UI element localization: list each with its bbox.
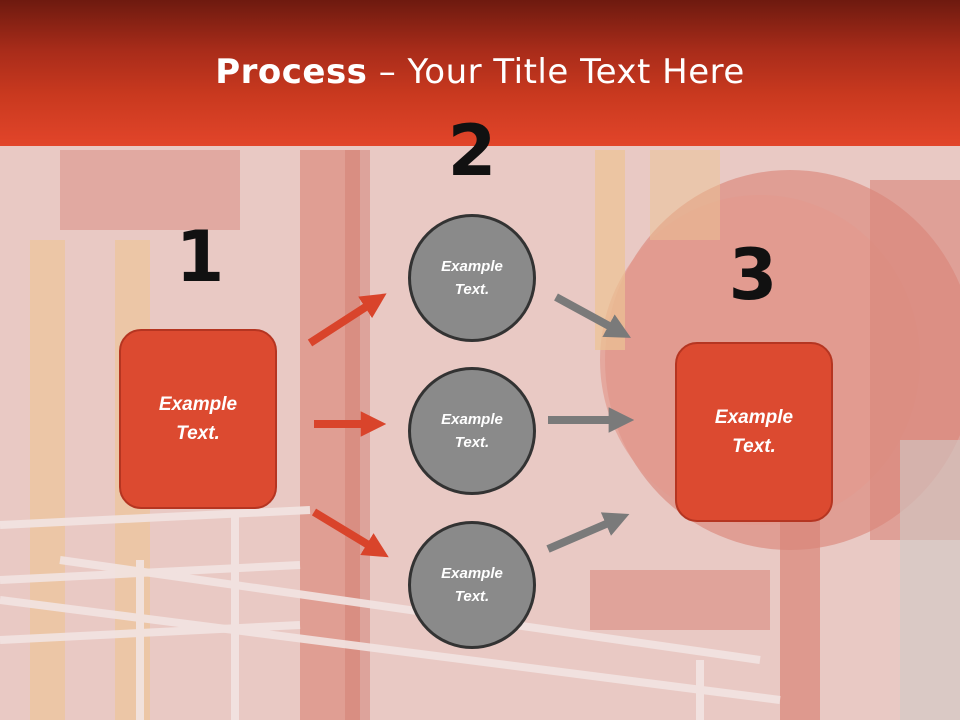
step-number-1: 1 (175, 216, 225, 298)
title-bold: Process (215, 52, 368, 92)
box-right-line1: Example (714, 407, 794, 428)
arrow-red-up-icon (307, 293, 387, 347)
circle-middle-line2: Text. (454, 434, 490, 451)
step-circle-top[interactable]: Example Text. (408, 214, 536, 342)
circle-top-line2: Text. (454, 281, 490, 298)
box-left-line2: Text. (176, 423, 220, 444)
page-title: Process – Your Title Text Here (0, 52, 960, 92)
step-number-3: 3 (728, 234, 778, 316)
arrow-gray-up-icon (546, 512, 630, 553)
circle-middle-line1: Example (441, 411, 503, 428)
step-box-right[interactable]: Example Text. (675, 342, 833, 522)
arrow-gray-down-icon (554, 293, 631, 338)
title-rest: – Your Title Text Here (367, 52, 745, 92)
step-circle-bottom[interactable]: Example Text. (408, 521, 536, 649)
title-bar: Process – Your Title Text Here (0, 0, 960, 146)
box-right-line2: Text. (732, 436, 776, 457)
circle-bottom-line1: Example (441, 565, 503, 582)
step-number-2: 2 (447, 110, 497, 192)
circle-top-line1: Example (441, 258, 503, 275)
arrow-red-down-icon (311, 508, 389, 558)
step-box-left[interactable]: Example Text. (119, 329, 277, 509)
step-circle-middle[interactable]: Example Text. (408, 367, 536, 495)
box-left-line1: Example (158, 394, 238, 415)
circle-bottom-line2: Text. (454, 588, 490, 605)
